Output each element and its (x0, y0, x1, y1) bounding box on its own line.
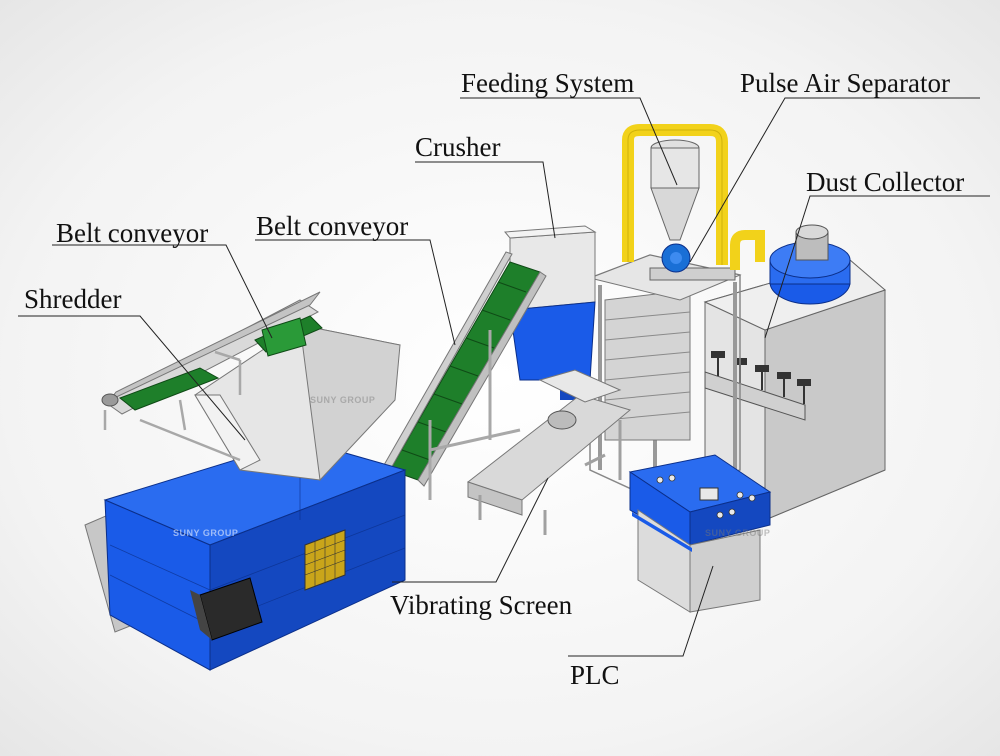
label-belt-conveyor-1: Belt conveyor (56, 218, 209, 248)
label-crusher: Crusher (415, 132, 501, 162)
vibrating-screen (466, 369, 632, 535)
leader-lines (18, 97, 990, 657)
leader-dust-collector (764, 195, 990, 339)
label-belt-conveyor-2: Belt conveyor (256, 211, 409, 241)
label-shredder: Shredder (24, 284, 122, 314)
leader-belt-conveyor-2 (255, 239, 456, 346)
leader-plc (568, 565, 714, 657)
label-plc: PLC (570, 660, 620, 690)
leader-vibrating-screen (392, 477, 549, 583)
leader-crusher (415, 161, 556, 239)
plc-cabinet (628, 454, 772, 613)
leader-belt-conveyor-1 (52, 244, 273, 339)
leader-feeding-system (460, 97, 678, 186)
belt-conveyor-2 (378, 251, 547, 520)
label-pulse-air-separator: Pulse Air Separator (740, 68, 950, 98)
label-dust-collector: Dust Collector (806, 167, 965, 197)
pulse-air-separator (588, 124, 765, 501)
watermark-logo: SUNY GROUP (173, 528, 239, 538)
leader-pulse-air-separator (689, 97, 980, 263)
dust-collector (703, 224, 886, 522)
watermark-logo: SUNY GROUP (310, 395, 376, 405)
leader-shredder (18, 315, 246, 441)
label-feeding-system: Feeding System (461, 68, 635, 98)
watermark-logo: SUNY GROUP (705, 528, 771, 538)
shredder (84, 324, 407, 671)
label-vibrating-screen: Vibrating Screen (390, 590, 573, 620)
